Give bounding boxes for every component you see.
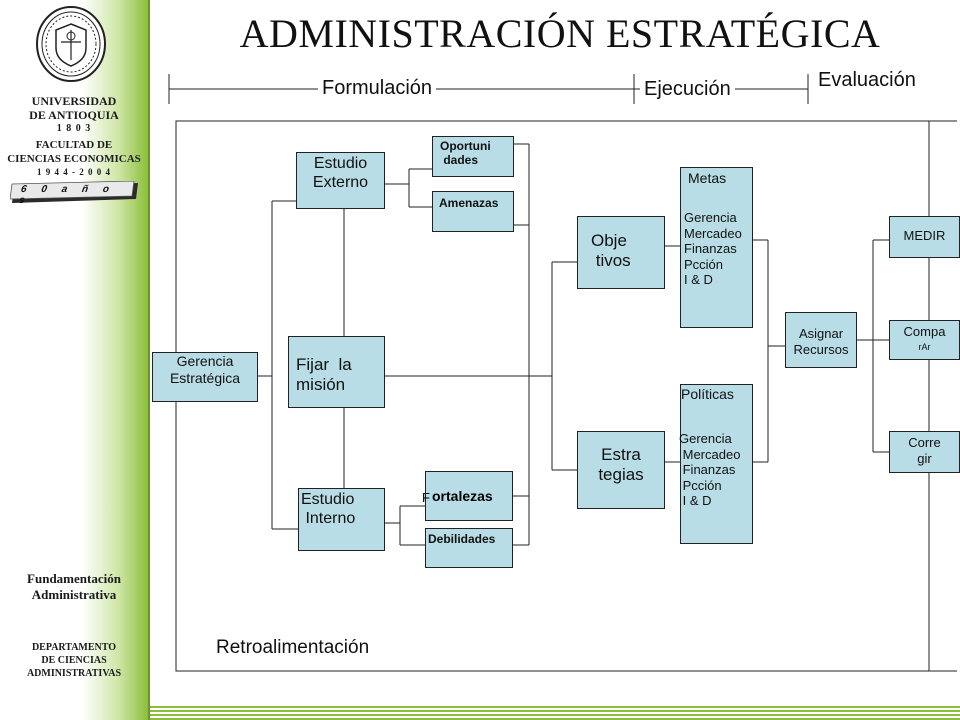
objetivos-box: Obje tivos xyxy=(577,216,665,289)
gerencia-estrategica-label: Gerencia Estratégica xyxy=(169,353,241,386)
metas-title: Metas xyxy=(688,170,727,186)
footer-stripes xyxy=(150,704,960,720)
retroalimentacion-label: Retroalimentación xyxy=(216,637,370,658)
medir-box: MEDIR xyxy=(889,216,960,258)
metas-box: Metas Gerencia Mercadeo Finanzas Pcción … xyxy=(680,167,753,328)
faculty-years: 1 9 4 4 - 2 0 0 4 xyxy=(37,167,111,177)
department-line3: ADMINISTRATIVAS xyxy=(26,668,122,679)
corregir-box: Corre gir xyxy=(889,431,960,473)
estudio-interno-box: Estudio Interno xyxy=(298,488,385,551)
politicas-box: Políticas Gerencia Mercadeo Finanzas Pcc… xyxy=(679,384,753,544)
phase-formulacion: Formulación xyxy=(318,77,437,100)
debilidades-label: Debilidades xyxy=(428,532,496,546)
estudio-interno-label: Estudio Interno xyxy=(301,491,356,528)
university-founded: 1 8 0 3 xyxy=(56,123,92,134)
sidebar: UNIVERSIDAD DE ANTIOQUIA 1 8 0 3 FACULTA… xyxy=(0,0,150,720)
page-title: ADMINISTRACIÓN ESTRATÉGICA xyxy=(239,11,881,56)
fortalezas-box xyxy=(425,471,513,521)
course-name-line2: Administrativa xyxy=(31,587,117,602)
medir-label: MEDIR xyxy=(903,228,946,243)
department-line2: DE CIENCIAS xyxy=(41,655,107,666)
politicas-title: Políticas xyxy=(681,386,734,402)
fijar-mision-label: Fijar la misión xyxy=(296,355,352,395)
estrategias-box: Estra tegias xyxy=(577,431,665,509)
comparar-label: Compa xyxy=(903,324,946,339)
faculty-name-line1: FACULTAD DE xyxy=(35,139,113,151)
gerencia-estrategica-box: Gerencia Estratégica xyxy=(152,352,258,402)
comparar-box: Compa rAr xyxy=(889,320,960,360)
course-name-line1: Fundamentación xyxy=(27,571,121,586)
objetivos-label: Obje tivos xyxy=(591,231,631,271)
asignar-recursos-label: Asignar Recursos xyxy=(793,326,849,357)
phase-ejecucion: Ejecución xyxy=(640,78,735,101)
estudio-externo-box: Estudio Externo xyxy=(296,152,385,209)
university-name-line2: DE ANTIOQUIA xyxy=(29,108,119,122)
anniversary-badge xyxy=(10,181,138,203)
estudio-externo-label: Estudio Externo xyxy=(312,155,369,192)
faculty-name-line2: CIENCIAS ECONOMICAS xyxy=(7,153,141,165)
politicas-list: Gerencia Mercadeo Finanzas Pcción I & D xyxy=(679,431,741,509)
oportunidades-box: Oportuni dades xyxy=(432,136,514,177)
university-name-line1: UNIVERSIDAD xyxy=(31,94,117,108)
estrategias-label: Estra tegias xyxy=(598,445,644,485)
amenazas-label: Amenazas xyxy=(439,196,499,210)
fortalezas-initial: F xyxy=(422,490,430,505)
phase-evaluacion: Evaluación xyxy=(814,69,920,92)
debilidades-box: Debilidades xyxy=(425,528,513,568)
fortalezas-label: ortalezas xyxy=(432,488,493,504)
comparar-label-small: rAr xyxy=(918,342,931,352)
metas-list: Gerencia Mercadeo Finanzas Pcción I & D xyxy=(684,210,742,288)
asignar-recursos-box: Asignar Recursos xyxy=(785,312,857,368)
oportunidades-label: Oportuni dades xyxy=(440,139,491,168)
corregir-label: Corre gir xyxy=(908,435,941,466)
department-line1: DEPARTAMENTO xyxy=(31,642,117,653)
fijar-mision-box: Fijar la misión xyxy=(288,336,385,408)
university-seal-icon xyxy=(36,6,106,82)
amenazas-box: Amenazas xyxy=(432,191,514,232)
